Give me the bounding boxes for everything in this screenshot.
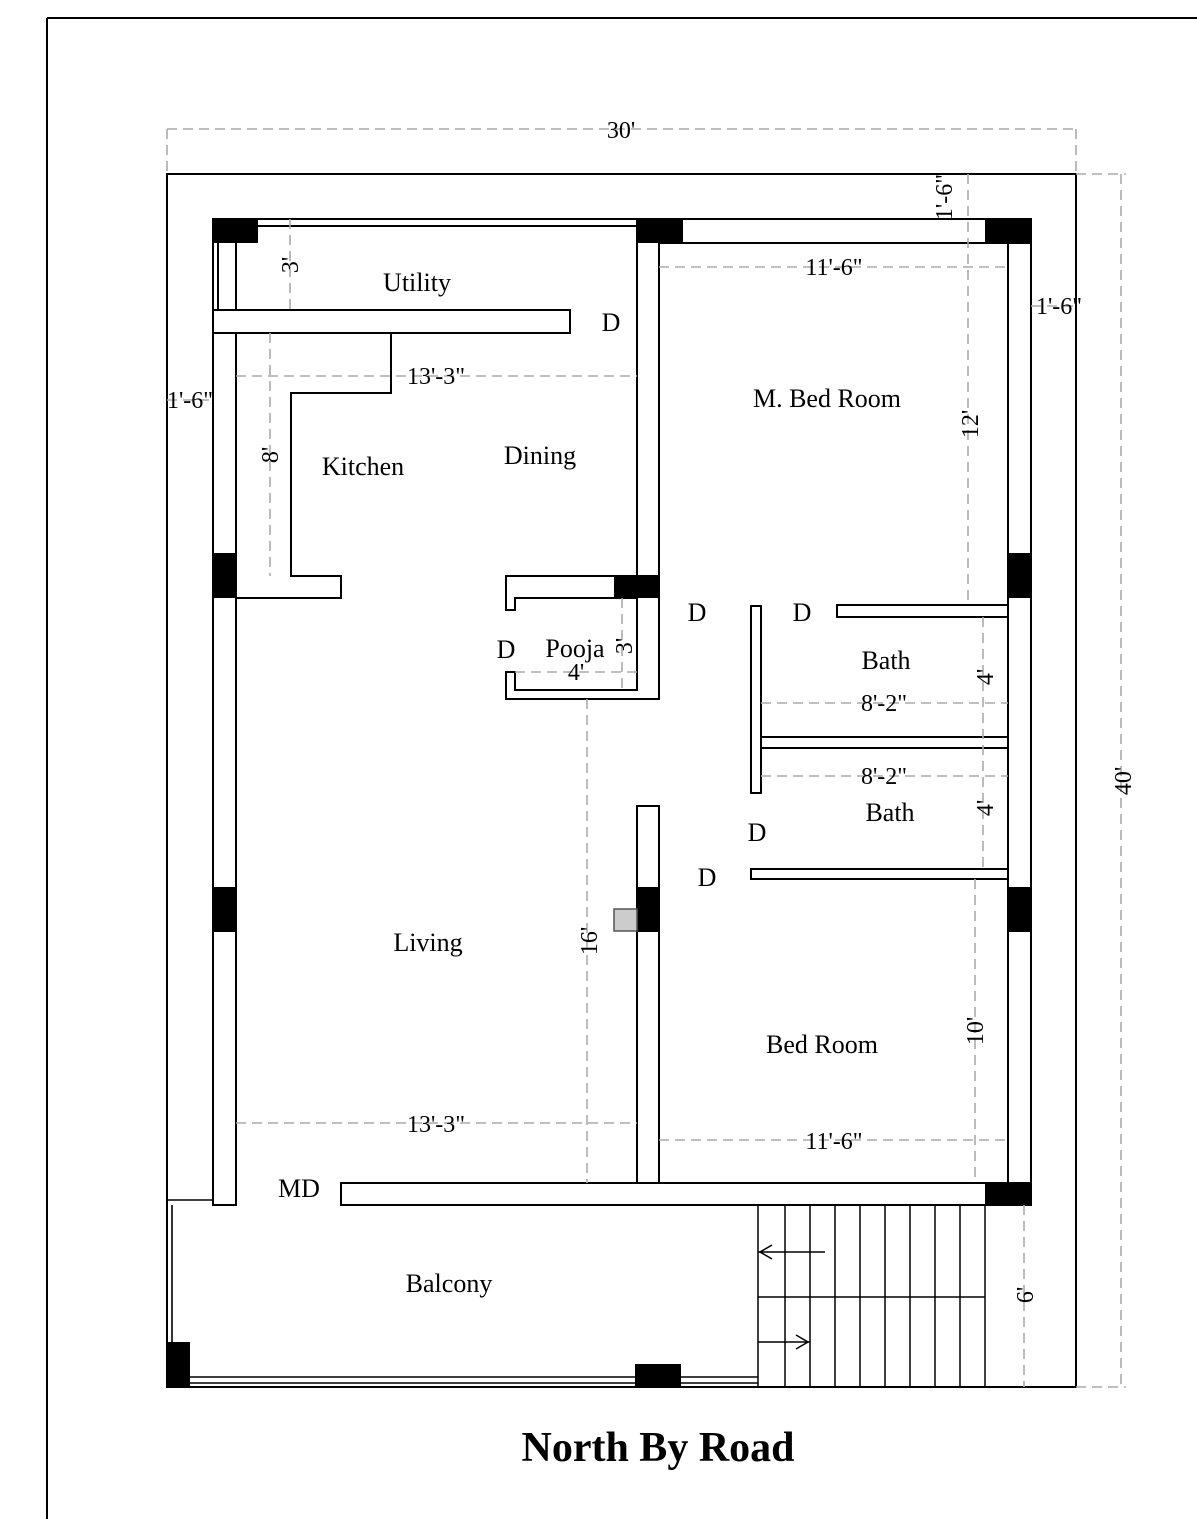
dim-bath1-depth: 4' (973, 669, 999, 685)
dim-setback-right: 1'-6" (1036, 294, 1082, 320)
room-dining: Dining (504, 441, 576, 470)
dim-dining-width: 13'-3" (407, 364, 465, 390)
door-labels: D D D D D D MD (278, 308, 811, 1203)
dim-utility-depth: 3' (278, 257, 304, 273)
room-living: Living (393, 928, 462, 957)
door-bath-2: D (748, 818, 767, 847)
dim-bed-width: 11'-6" (805, 1129, 862, 1155)
door-pooja: D (497, 635, 516, 664)
room-bath-1: Bath (861, 646, 910, 675)
dim-mbed-width: 11'-6" (805, 255, 862, 281)
dim-bath2-width: 8'-2" (861, 764, 907, 790)
dim-mbed-depth: 12' (958, 410, 984, 438)
plot-boundary (166, 173, 1077, 1388)
dim-setback-left: 1'-6" (167, 388, 213, 414)
dim-living-width: 13'-3" (407, 1112, 465, 1138)
columns (167, 219, 1031, 1387)
room-utility: Utility (383, 268, 451, 297)
door-utility: D (602, 308, 621, 337)
door-bath-1: D (793, 598, 812, 627)
dim-kitchen-depth: 8' (258, 447, 284, 463)
dimension-labels: 30' 40' 1'-6" 1'-6" 1'-6" 3' 8' 13'-3" 4… (167, 118, 1137, 1303)
sheet-border (46, 17, 1197, 1519)
dim-bath2-depth: 4' (973, 800, 999, 816)
door-bedroom: D (698, 863, 717, 892)
room-pooja: Pooja (545, 634, 605, 663)
room-bedroom: Bed Room (766, 1030, 878, 1059)
dim-pooja-depth: 3' (612, 638, 638, 654)
dim-bath1-width: 8'-2" (861, 691, 907, 717)
dim-living-depth: 16' (577, 927, 603, 955)
room-labels: Utility Kitchen Dining Pooja M. Bed Room… (322, 268, 915, 1298)
dim-setback-top: 1'-6" (932, 174, 958, 220)
dim-balcony-depth: 6' (1013, 1287, 1039, 1303)
room-balcony: Balcony (406, 1269, 493, 1298)
room-master-bedroom: M. Bed Room (753, 384, 901, 413)
main-door: MD (278, 1174, 320, 1203)
dim-pooja-width: 4' (568, 660, 584, 686)
dim-plot-width: 30' (607, 118, 635, 144)
dim-bed-depth: 10' (963, 1017, 989, 1045)
room-bath-2: Bath (865, 798, 914, 827)
dimension-lines (166, 128, 1126, 1388)
staircase (757, 1205, 986, 1387)
door-master-bedroom: D (688, 598, 707, 627)
plan-title: North By Road (521, 1425, 794, 1471)
room-kitchen: Kitchen (322, 452, 404, 481)
dim-plot-depth: 40' (1111, 767, 1137, 795)
